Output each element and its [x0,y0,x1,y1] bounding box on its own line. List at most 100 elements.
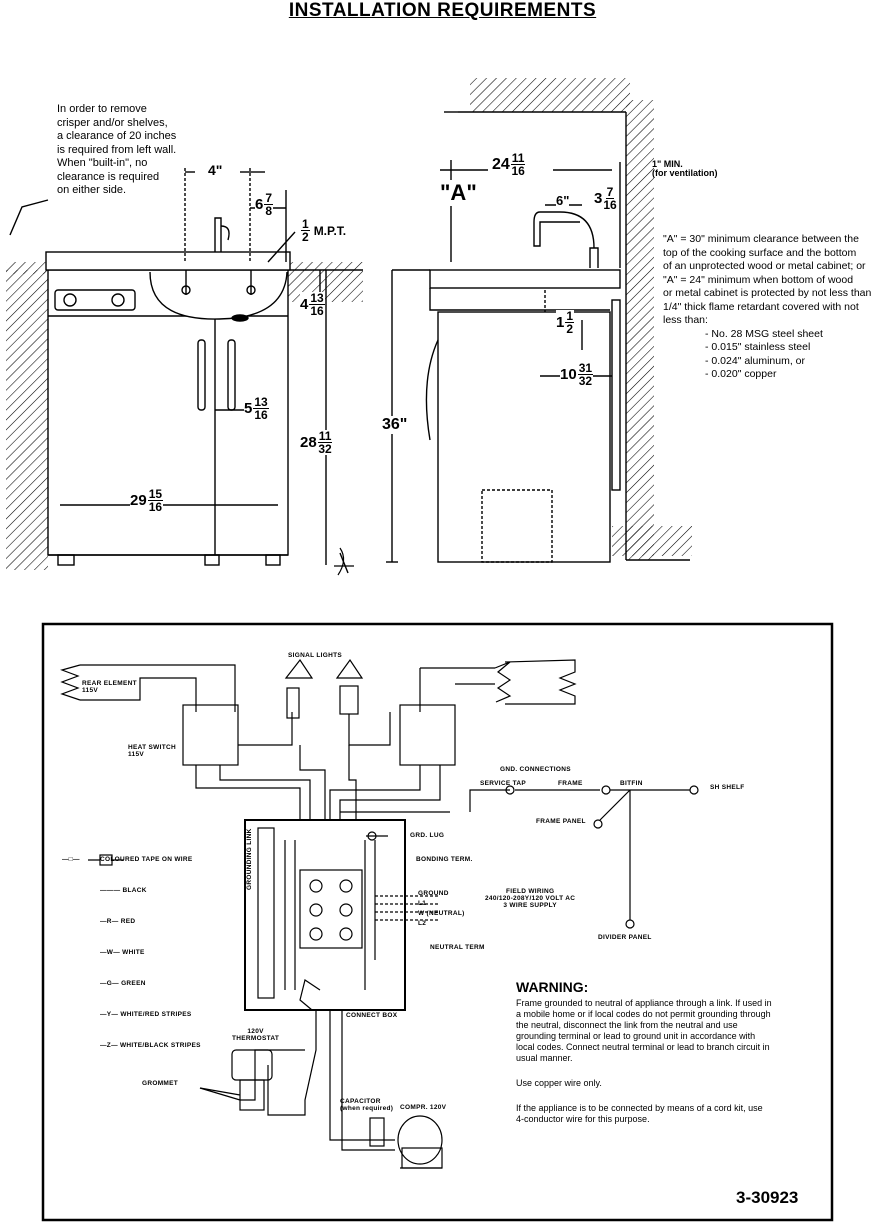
side-list-item: - 0.020" copper [705,368,777,380]
label-sh-shelf: SH SHELF [710,784,745,791]
dim-num: 31 [577,361,594,375]
label-connect-box: CONNECT BOX [346,1012,398,1019]
dim-num: 1 [301,217,310,231]
dim-36: 36" [382,416,408,434]
legend-symbol: —R— [100,918,119,925]
warning-block: WARNING: Frame grounded to neutral of ap… [516,979,806,1125]
label-frame: FRAME [558,780,583,787]
label-line: 240/120-208Y/120 VOLT AC [485,895,576,902]
dim-num: 15 [147,487,164,501]
label-thermostat: 120V THERMOSTAT [232,1028,279,1042]
label-service-tap: SERVICE TAP [480,780,527,787]
dim-num: 11 [317,429,333,443]
side-note-line: or metal cabinet is protected by not les… [663,287,872,299]
floor-symbol [334,547,354,576]
legend-item: COLOURED TAPE ON WIRE [100,844,201,875]
dim-num: 7 [605,185,615,199]
side-list-item: - 0.024" aluminum, or [705,354,806,367]
dim-4: 4" [208,162,223,178]
wiring-frame [41,622,834,1222]
side-note-line: top of the cooking surface and the botto… [663,246,857,259]
warning-line: usual manner. [516,1053,573,1063]
label-grounding-link: GROUNDING LINK [246,828,253,890]
warning-text: Frame grounded to neutral of appliance t… [516,998,806,1064]
front-note-line: crisper and/or shelves, [57,116,168,129]
legend-label: COLOURED TAPE ON WIRE [100,856,193,863]
wiring-legend: COLOURED TAPE ON WIRE ——— BLACK —R— RED … [100,844,201,1061]
side-floor-hatch [612,526,692,556]
dim-num: 7 [264,191,274,205]
front-floor-left [6,262,48,274]
dim-whole: 1 [556,314,565,331]
label-capacitor: CAPACITOR (when required) [340,1098,393,1112]
front-note-line: When "built-in", no [57,157,148,169]
front-left-wall [6,270,48,570]
front-note: In order to remove crisper and/or shelve… [57,103,197,198]
label-line: (when required) [340,1105,394,1112]
dim-num: 13 [309,291,325,305]
dim-whole: 28 [300,434,317,451]
legend-label: BLACK [122,887,147,894]
legend-item: ——— BLACK [100,875,201,906]
side-note-line: of an unprotected wood or metal cabinet;… [663,260,866,272]
dim-num: 11 [510,151,526,165]
warning-line: grounding terminal or lead to ground uni… [516,1031,756,1041]
label-gnd-connections: GND. CONNECTIONS [500,766,571,773]
dim-whole: 10 [560,366,577,383]
cord-line: 4-conductor wire for this purpose. [516,1114,650,1124]
dim-num: 1 [565,309,575,323]
label-signal-lights: SIGNAL LIGHTS [288,652,342,659]
legend-tape-symbol: —□— [62,856,80,863]
side-note-line: "A" = 24" minimum when bottom of wood [663,273,854,286]
dim-whole: 29 [130,492,147,509]
label-field-wiring: FIELD WIRING 240/120-208Y/120 VOLT AC 3 … [485,888,575,909]
dim-whole: 6 [255,196,264,213]
legend-symbol: ——— [100,887,121,894]
dim-whole: 3 [594,190,603,207]
label-line: 115V [128,751,145,758]
legend-label: RED [120,918,136,925]
label-ground: GROUND [418,890,449,897]
warning-title: WARNING: [516,979,589,995]
legend-label: WHITE/BLACK STRIPES [119,1042,201,1049]
label-neutral-term: NEUTRAL TERM [430,944,485,951]
legend-symbol: —Z— [100,1042,118,1049]
legend-item: —Z— WHITE/BLACK STRIPES [100,1030,201,1061]
legend-item: —Y— WHITE/RED STRIPES [100,999,201,1030]
label-bitfin: BITFIN [620,780,643,787]
dim-whole: 24 [492,155,510,173]
dim-den: 16 [310,304,324,318]
side-note: "A" = 30" minimum clearance between the … [663,233,883,382]
label-line: 115V [82,687,99,694]
side-list: - No. 28 MSG steel sheet - 0.015" stainl… [663,328,883,382]
dim-den: 32 [578,374,593,388]
label-line: THERMOSTAT [232,1035,280,1042]
label-heat-switch: HEAT SWITCH 115V [128,744,176,758]
warning-line: Frame grounded to neutral of appliance t… [516,998,772,1008]
cord-note: If the appliance is to be connected by m… [516,1103,806,1125]
side-note-line: 1/4" thick flame retardant covered with … [663,300,859,313]
label-frame-panel: FRAME PANEL [536,818,586,825]
label-compr: COMPR. 120V [400,1104,447,1111]
legend-item: —R— RED [100,906,201,937]
mpt-label: M.P.T. [313,223,347,238]
front-note-line: a clearance of 20 inches [57,130,177,142]
label-line: HEAT SWITCH [128,744,176,751]
side-note-line: less than: [663,314,708,326]
dim-a: "A" [440,180,477,206]
dim-6b: 6" [556,193,570,208]
